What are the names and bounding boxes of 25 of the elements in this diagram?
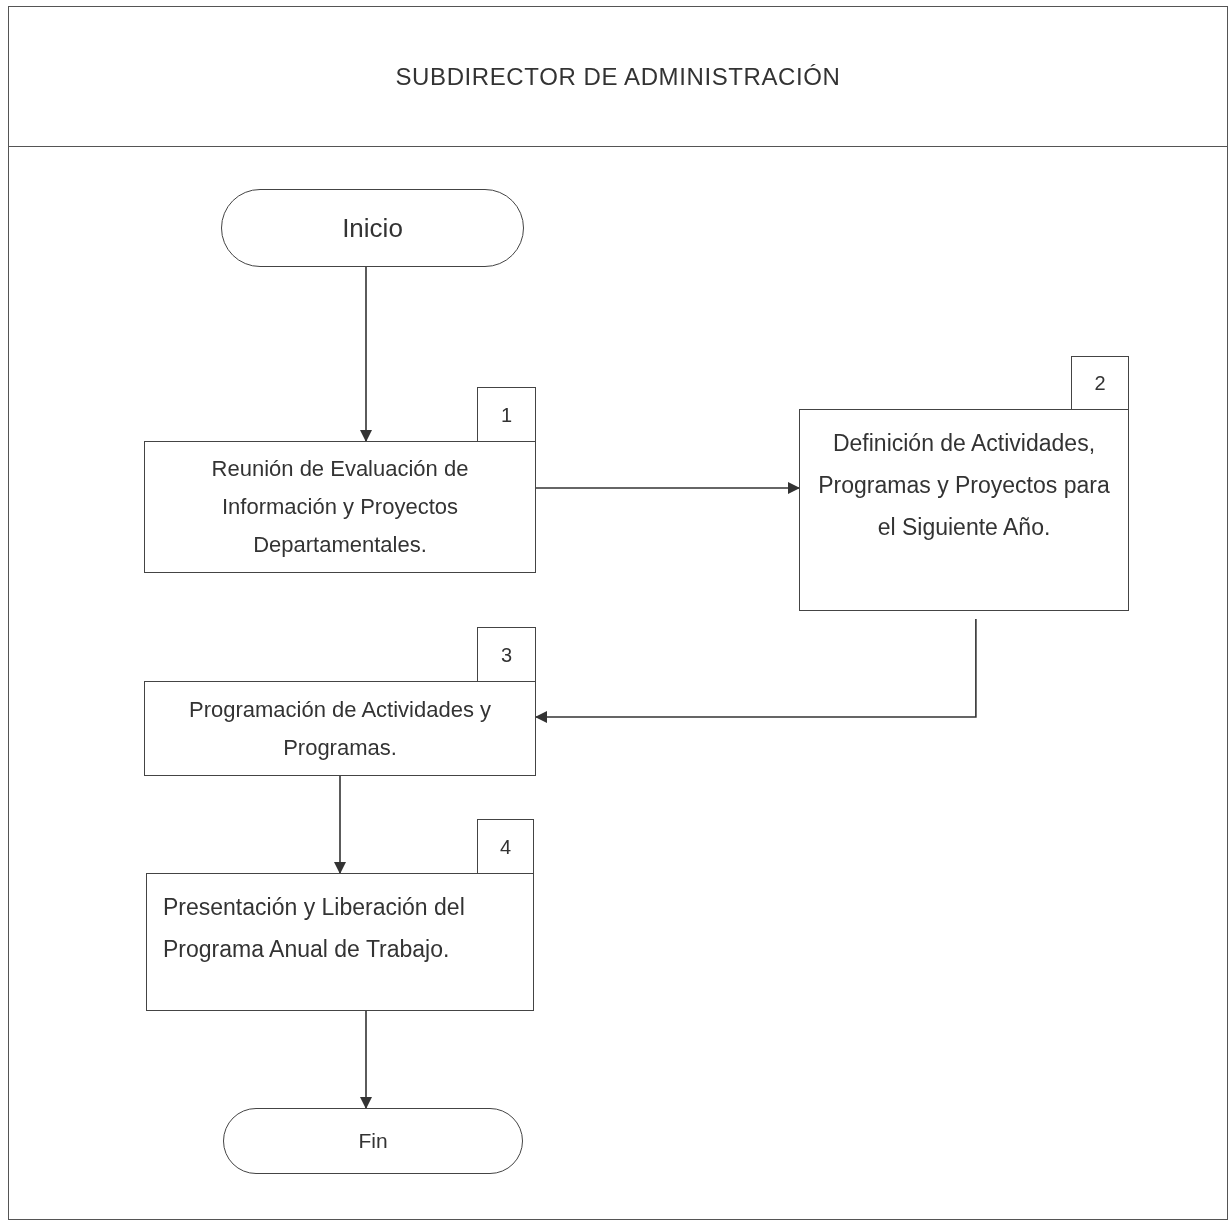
node-label: Presentación y Liberación del Programa Anual de Trabajo. [163,893,466,964]
arrow [360,266,372,442]
process-box [799,409,1129,611]
step-number-box [477,627,536,682]
node-label: Definición de Actividades, Programas y Proyectos para el Siguiente Año. [817,429,1111,542]
step-number: 2 [1094,371,1106,396]
step-number: 3 [500,642,513,668]
node-label: Fin [358,1128,388,1155]
arrow [535,618,977,723]
lane-title: SUBDIRECTOR DE ADMINISTRACIÓN [395,61,841,92]
step-number: 4 [499,834,512,860]
arrow [360,1010,372,1109]
node-label: Programación de Actividades y Programas. [187,695,493,762]
swimlane [8,6,1228,1220]
arrow [334,775,346,874]
step-number: 1 [500,402,513,428]
process-box [146,873,534,1011]
process-box [144,441,536,573]
node-label: Reunión de Evaluación de Información y Proyectos Departamentales. [210,455,470,559]
step-number-box [1071,356,1129,410]
arrow [535,482,800,494]
step-number-box [477,819,534,874]
node-label: Inicio [342,211,403,245]
process-box [144,681,536,776]
step-number-box [477,387,536,442]
